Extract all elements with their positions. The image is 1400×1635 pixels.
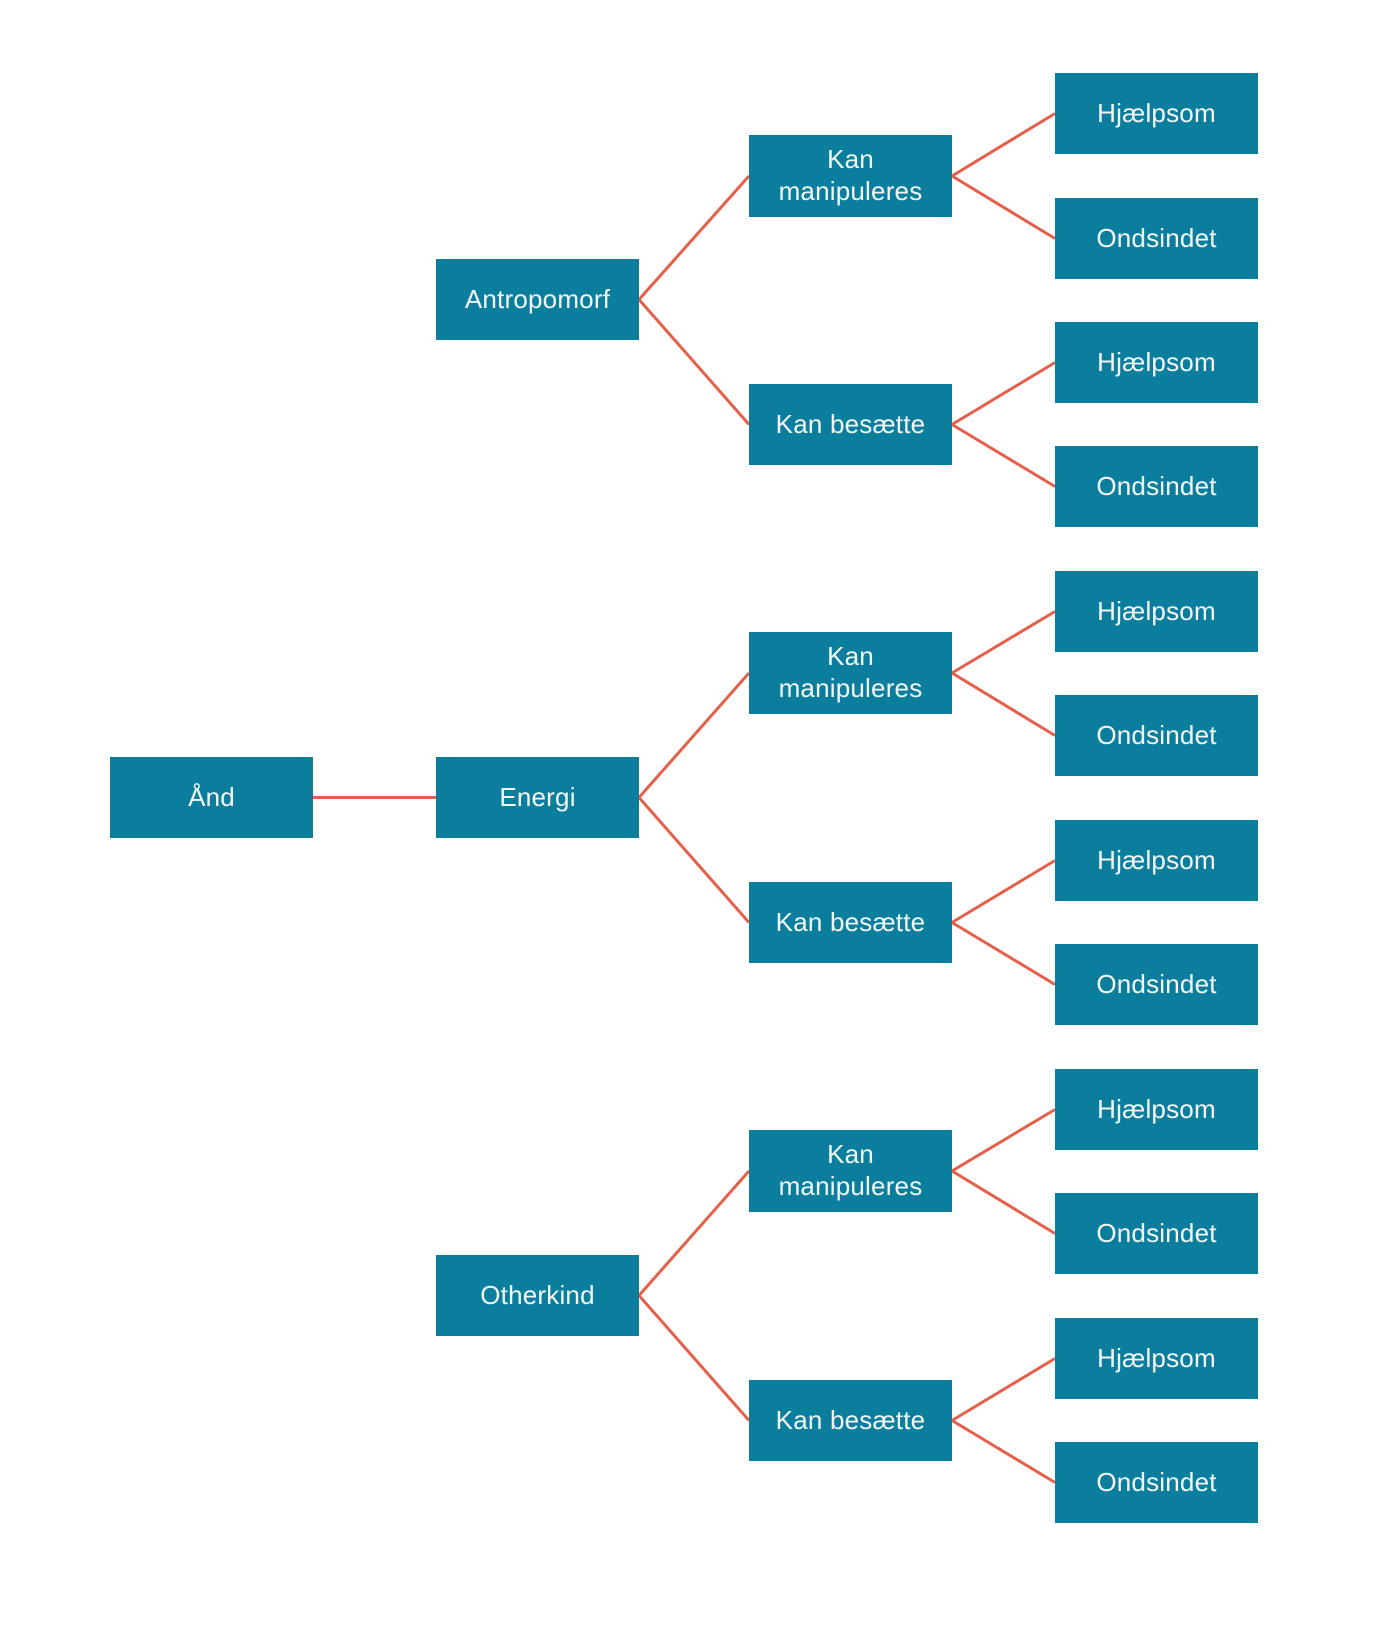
node-ondsindet-5: Ondsindet: [1055, 1193, 1258, 1274]
edge-kan-besaette-1-to-ondsindet-2: [951, 423, 1056, 488]
edge-kan-besaette-2-to-hjaelpsom-4: [951, 859, 1056, 924]
edge-energi-to-kan-besaette-2: [637, 796, 751, 924]
edge-antropomorf-to-kan-manipuleres-1: [637, 175, 751, 301]
node-ondsindet-6: Ondsindet: [1055, 1442, 1258, 1523]
node-hjaelpsom-1: Hjælpsom: [1055, 73, 1258, 154]
node-kan-manipuleres-2: Kan manipuleres: [749, 632, 952, 714]
node-hjaelpsom-5: Hjælpsom: [1055, 1069, 1258, 1150]
node-label-ondsindet-4: Ondsindet: [1096, 968, 1217, 999]
node-label-ondsindet-6: Ondsindet: [1096, 1466, 1217, 1497]
node-ondsindet-4: Ondsindet: [1055, 944, 1258, 1025]
node-hjaelpsom-3: Hjælpsom: [1055, 571, 1258, 652]
node-kan-besaette-3: Kan besætte: [749, 1380, 952, 1461]
node-label-and: Ånd: [188, 781, 235, 812]
node-label-antropomorf: Antropomorf: [464, 283, 611, 314]
edge-energi-to-kan-manipuleres-2: [637, 672, 751, 799]
node-label-hjaelpsom-5: Hjælpsom: [1097, 1093, 1216, 1124]
node-label-kan-manipuleres-3: Kan manipuleres: [778, 1139, 923, 1201]
edge-otherkind-to-kan-besaette-3: [637, 1294, 751, 1422]
node-label-ondsindet-2: Ondsindet: [1096, 470, 1217, 501]
node-label-hjaelpsom-2: Hjælpsom: [1097, 346, 1216, 377]
edge-kan-besaette-3-to-ondsindet-6: [951, 1419, 1056, 1484]
edge-kan-manipuleres-3-to-ondsindet-5: [951, 1169, 1056, 1235]
node-label-ondsindet-1: Ondsindet: [1096, 222, 1217, 253]
edge-kan-manipuleres-1-to-ondsindet-1: [951, 174, 1056, 240]
edge-otherkind-to-kan-manipuleres-3: [637, 1170, 751, 1297]
node-kan-manipuleres-3: Kan manipuleres: [749, 1130, 952, 1212]
node-hjaelpsom-4: Hjælpsom: [1055, 820, 1258, 901]
node-label-ondsindet-5: Ondsindet: [1096, 1217, 1217, 1248]
node-label-hjaelpsom-6: Hjælpsom: [1097, 1342, 1216, 1373]
node-label-kan-besaette-2: Kan besætte: [775, 906, 926, 937]
node-kan-besaette-1: Kan besætte: [749, 384, 952, 465]
node-label-energi: Energi: [499, 781, 576, 812]
edge-kan-manipuleres-2-to-ondsindet-3: [951, 671, 1056, 737]
node-ondsindet-2: Ondsindet: [1055, 446, 1258, 527]
edge-kan-manipuleres-1-to-hjaelpsom-1: [951, 112, 1056, 178]
node-label-hjaelpsom-1: Hjælpsom: [1097, 97, 1216, 128]
edge-kan-besaette-3-to-hjaelpsom-6: [951, 1357, 1056, 1422]
edge-antropomorf-to-kan-besaette-1: [637, 298, 751, 426]
node-label-hjaelpsom-4: Hjælpsom: [1097, 844, 1216, 875]
node-label-kan-manipuleres-1: Kan manipuleres: [778, 144, 923, 206]
node-label-otherkind: Otherkind: [480, 1279, 595, 1310]
node-label-kan-besaette-3: Kan besætte: [775, 1404, 926, 1435]
node-kan-manipuleres-1: Kan manipuleres: [749, 135, 952, 217]
node-ondsindet-3: Ondsindet: [1055, 695, 1258, 776]
node-hjaelpsom-6: Hjælpsom: [1055, 1318, 1258, 1399]
node-otherkind: Otherkind: [436, 1255, 639, 1336]
edge-kan-manipuleres-3-to-hjaelpsom-5: [951, 1108, 1056, 1173]
node-energi: Energi: [436, 757, 639, 838]
node-label-kan-besaette-1: Kan besætte: [775, 408, 926, 439]
node-label-kan-manipuleres-2: Kan manipuleres: [778, 641, 923, 703]
node-ondsindet-1: Ondsindet: [1055, 198, 1258, 279]
edge-kan-besaette-1-to-hjaelpsom-2: [951, 361, 1056, 426]
edge-kan-manipuleres-2-to-hjaelpsom-3: [951, 610, 1056, 675]
node-and: Ånd: [110, 757, 313, 838]
node-label-hjaelpsom-3: Hjælpsom: [1097, 595, 1216, 626]
edge-kan-besaette-2-to-ondsindet-4: [951, 921, 1056, 986]
node-antropomorf: Antropomorf: [436, 259, 639, 340]
node-kan-besaette-2: Kan besætte: [749, 882, 952, 963]
node-label-ondsindet-3: Ondsindet: [1096, 719, 1217, 750]
node-hjaelpsom-2: Hjælpsom: [1055, 322, 1258, 403]
